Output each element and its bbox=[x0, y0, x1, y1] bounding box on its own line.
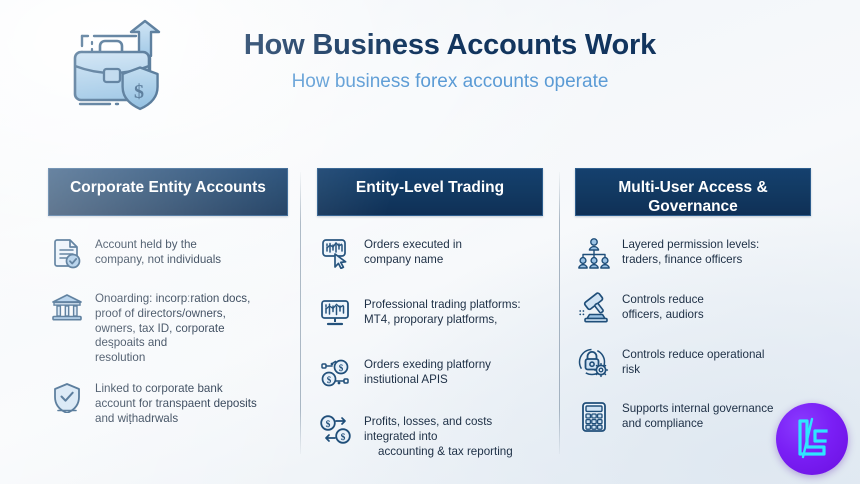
column-entity-level-trading: Entity-Level Trading Orders executed in bbox=[317, 168, 543, 475]
list-item-text: Controls reduce operational risk bbox=[622, 348, 765, 376]
gavel-icon bbox=[575, 292, 613, 326]
list-item: Controls reduce operational risk bbox=[575, 347, 811, 381]
document-check-icon bbox=[48, 237, 86, 271]
lc-monogram-icon bbox=[798, 417, 828, 459]
list-item: Supports internal governance and complia… bbox=[575, 401, 811, 435]
list-item: Account held by the company, not individ… bbox=[48, 237, 288, 271]
page-title: How Business Accounts Work bbox=[243, 29, 657, 61]
list-item-text: Layered permission levels: traders, fina… bbox=[622, 238, 760, 266]
dollar-exchange-icon: $ $ bbox=[317, 414, 355, 448]
list-item-text: Linked to corporate bank account for tra… bbox=[95, 382, 257, 425]
column-header-3: Multi-User Access & Governance bbox=[575, 168, 811, 216]
title-block: How Business Accounts Work How business … bbox=[190, 29, 710, 93]
list-item: Professional trading platforms: MT4, pro… bbox=[317, 297, 543, 331]
column-divider-1 bbox=[300, 172, 301, 454]
list-item-text: Supports internal governance and complia… bbox=[622, 402, 774, 430]
page-subtitle: How business forex accounts operate bbox=[291, 70, 609, 92]
column-header-1: Corporate Entity Accounts bbox=[48, 168, 288, 216]
monitor-chart-icon bbox=[317, 297, 355, 331]
shield-check-icon bbox=[48, 381, 86, 415]
brand-logo-badge[interactable] bbox=[776, 403, 848, 475]
column-corporate-entity-accounts: Corporate Entity Accounts Account hel bbox=[48, 168, 288, 443]
list-item-text: Profits, losses, and costs integrated in… bbox=[364, 415, 513, 458]
bullet-list-1: Account held by the company, not individ… bbox=[48, 237, 288, 427]
svg-text:$: $ bbox=[339, 363, 344, 373]
list-item-text: Account held by the company, not individ… bbox=[95, 238, 222, 266]
bank-building-icon bbox=[48, 291, 86, 325]
list-item-text: Controls reduce officers, audiors bbox=[622, 293, 704, 321]
list-item-text: Onoarding: incorpːration docs, proof of … bbox=[95, 292, 251, 365]
calculator-icon bbox=[575, 401, 613, 435]
column-header-2: Entity-Level Trading bbox=[317, 168, 543, 216]
list-item: Onoarding: incorpːration docs, proof of … bbox=[48, 291, 288, 366]
org-hierarchy-users-icon bbox=[575, 237, 613, 271]
list-item: $ $ Orders exeding bbox=[317, 357, 543, 391]
briefcase-growth-shield-icon: $ bbox=[62, 14, 174, 119]
list-item-text: Orders executed in company name bbox=[364, 238, 462, 266]
column-multi-user-access-governance: Multi-User Access & Governance bbox=[575, 168, 811, 451]
svg-text:$: $ bbox=[134, 81, 144, 103]
lock-gear-icon bbox=[575, 347, 613, 381]
api-nodes-dollar-icon: $ $ bbox=[317, 357, 355, 391]
list-item-text: Orders exeding platforny instiutional AP… bbox=[364, 358, 491, 386]
column-divider-2 bbox=[559, 172, 560, 454]
list-item: Orders executed in company name bbox=[317, 237, 543, 271]
svg-text:$: $ bbox=[327, 375, 332, 385]
bullet-list-2: Orders executed in company name bbox=[317, 237, 543, 459]
columns-area: Corporate Entity Accounts Account hel bbox=[0, 168, 860, 468]
chart-cursor-icon bbox=[317, 237, 355, 271]
list-item: $ $ Profits, losses, and costs integrate… bbox=[317, 414, 543, 459]
slide-header: $ How Business Accounts Work How busines… bbox=[0, 0, 860, 140]
list-item: Controls reduce officers, audiors bbox=[575, 292, 811, 326]
bullet-list-3: Layered permission levels: traders, fina… bbox=[575, 237, 811, 435]
list-item: Layered permission levels: traders, fina… bbox=[575, 237, 811, 271]
list-item: Linked to corporate bank account for tra… bbox=[48, 381, 288, 426]
svg-text:$: $ bbox=[326, 419, 331, 430]
svg-text:$: $ bbox=[341, 432, 346, 443]
list-item-text: Professional trading platforms: MT4, pro… bbox=[364, 298, 521, 326]
